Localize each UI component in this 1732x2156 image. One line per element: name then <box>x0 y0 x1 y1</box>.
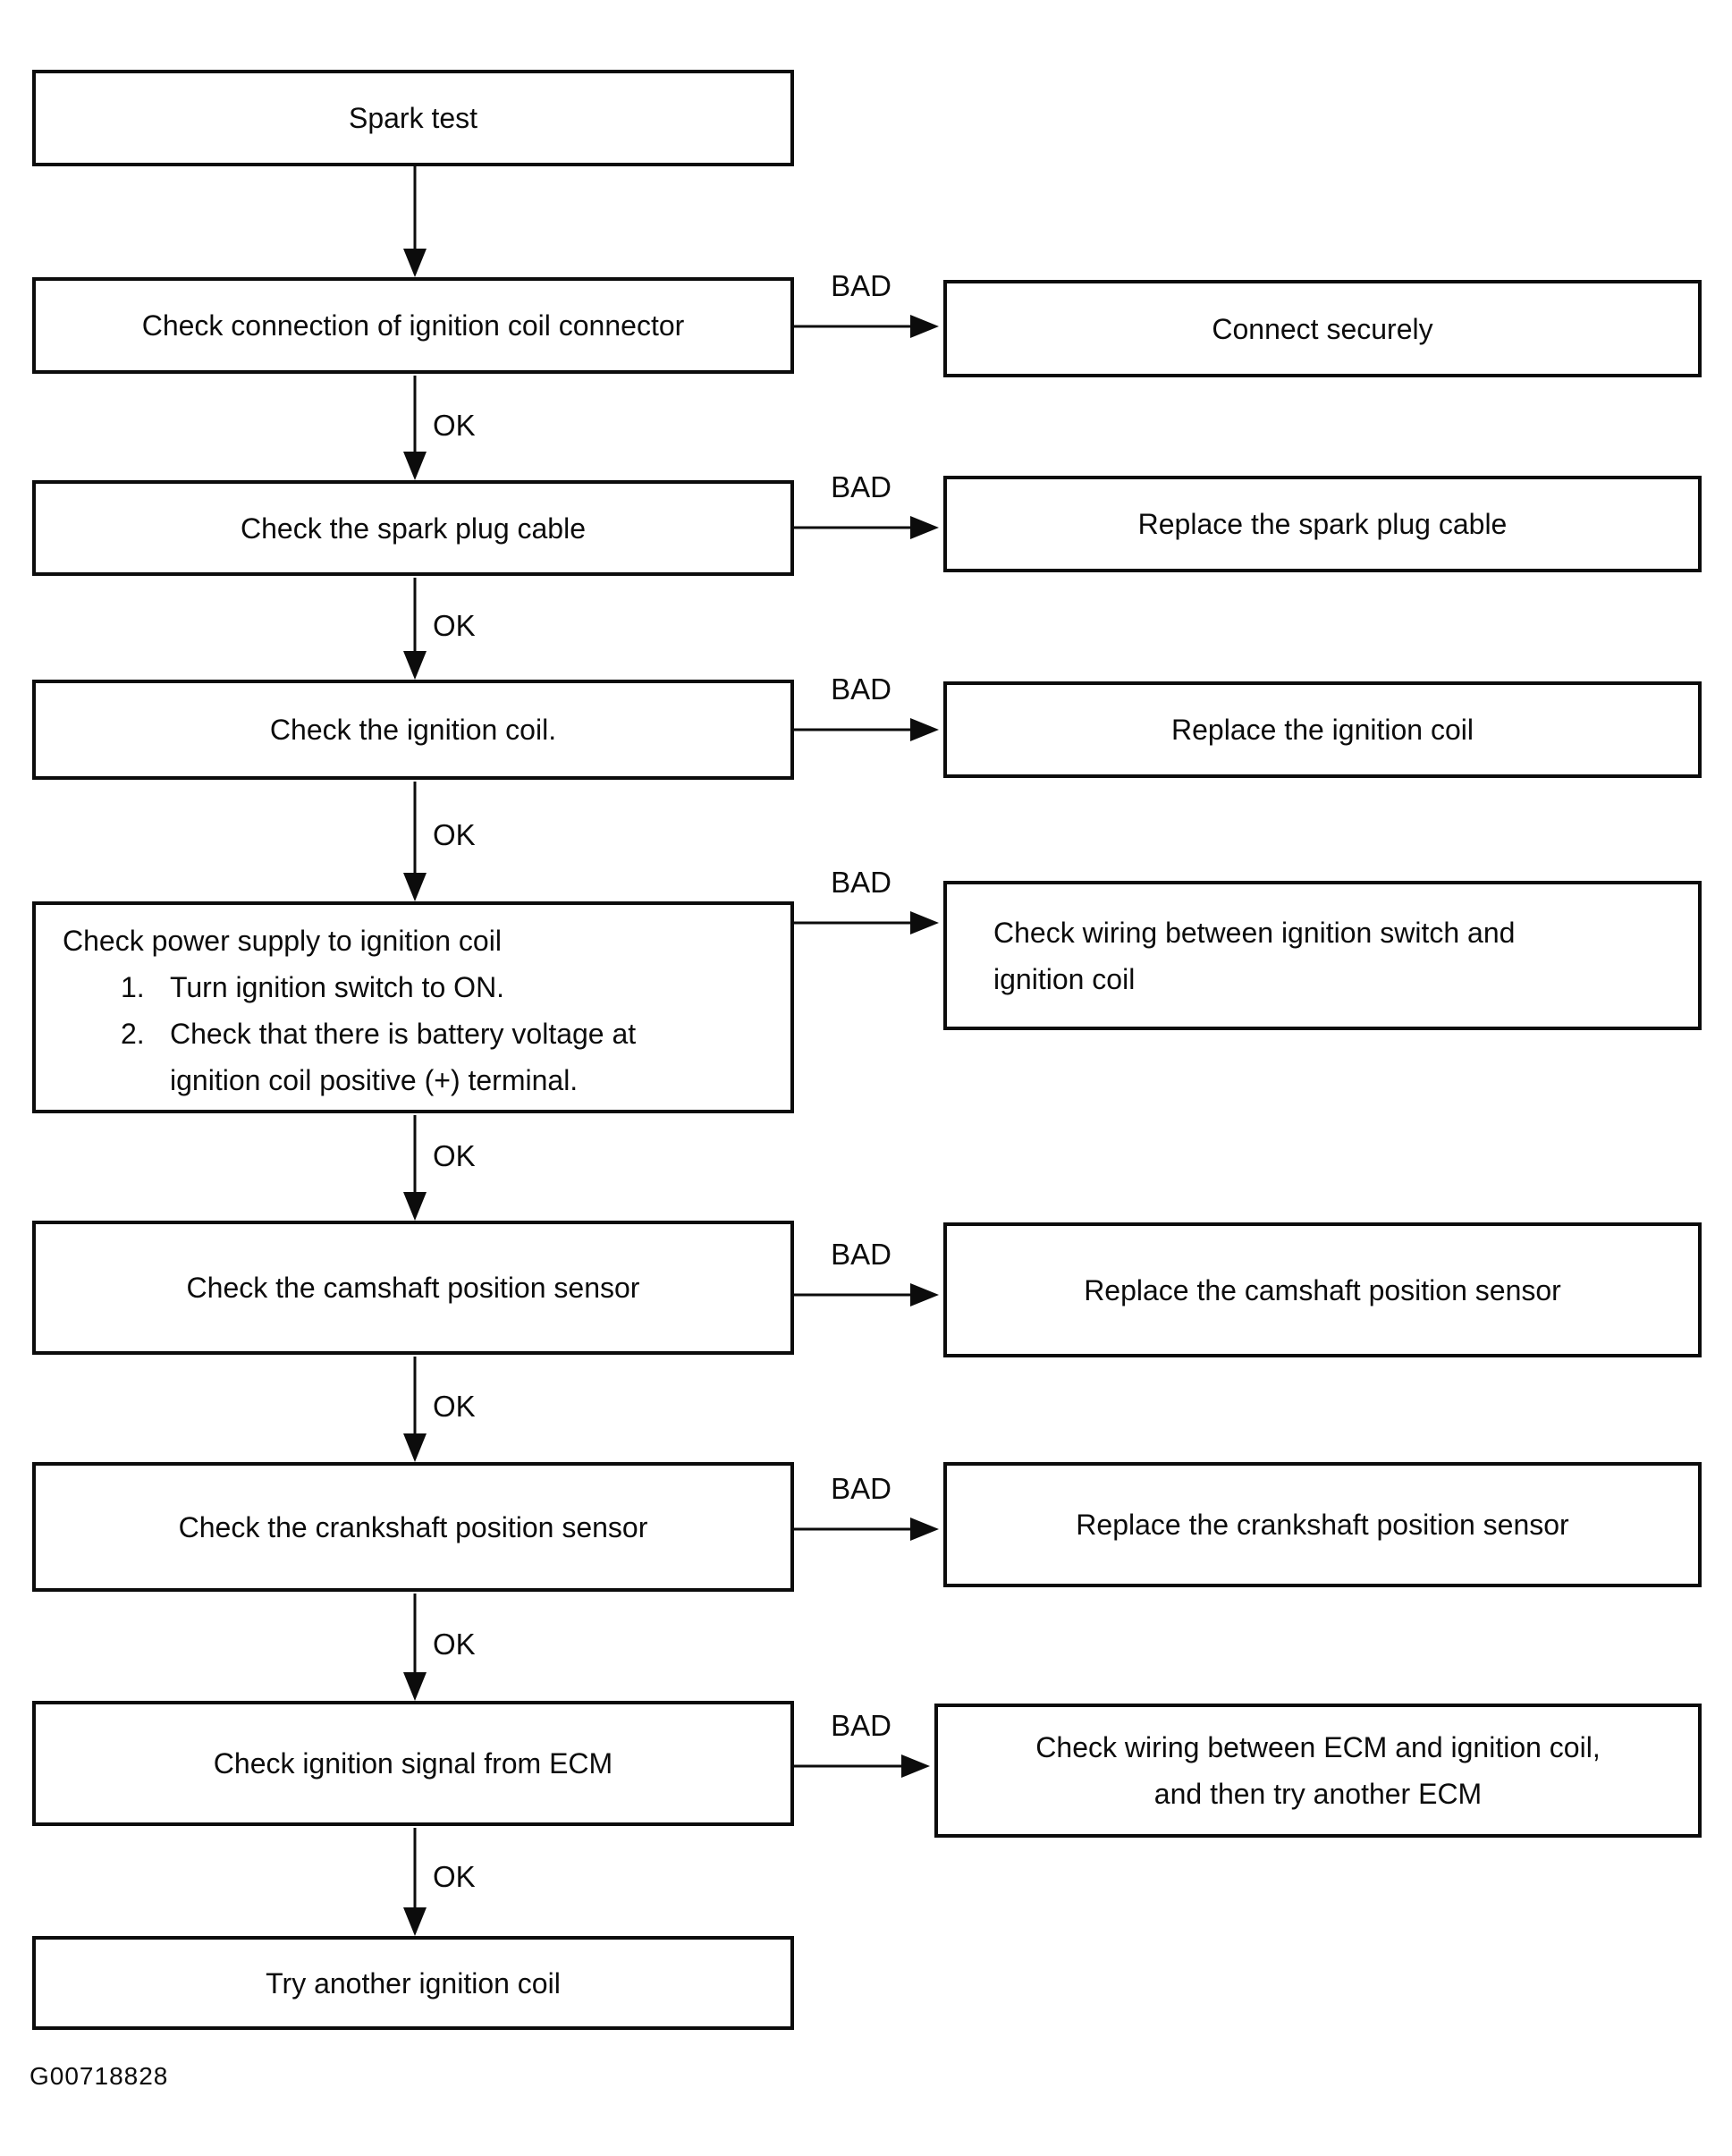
check-box-spark-plug-cable: Check the spark plug cable <box>32 480 794 576</box>
check-box-crankshaft-sensor: Check the crankshaft position sensor <box>32 1462 794 1592</box>
bad-label-3: BAD <box>831 672 891 706</box>
remedy-box-replace-ignition-coil: Replace the ignition coil <box>943 681 1702 778</box>
ok-label-4: OK <box>433 1139 476 1172</box>
bad-arrow-3 <box>794 718 939 741</box>
end-box-label: Try another ignition coil <box>266 1966 561 2000</box>
figure-code: G00718828 <box>30 2062 169 2090</box>
step-number: 1. <box>121 971 145 1003</box>
bad-arrow-2 <box>794 516 939 539</box>
down-arrow-8 <box>403 1828 427 1936</box>
down-arrow-6 <box>403 1357 427 1462</box>
check-box-label: Check the ignition coil. <box>269 714 557 746</box>
bad-arrow-5 <box>794 1283 939 1306</box>
step-text-line: Check that there is battery voltage at <box>170 1018 637 1050</box>
power-supply-step-2: 2. Check that there is battery voltage a… <box>121 1010 773 1103</box>
down-arrow-2 <box>403 376 427 480</box>
bad-label-1: BAD <box>831 269 891 302</box>
power-supply-title: Check power supply to ignition coil <box>63 925 502 957</box>
end-box-try-another-coil: Try another ignition coil <box>32 1936 794 2030</box>
bad-arrow-6 <box>794 1518 939 1541</box>
check-box-label: Check ignition signal from ECM <box>213 1747 613 1780</box>
remedy-line: Check wiring between ignition switch and <box>993 916 1516 949</box>
ok-label-3: OK <box>433 818 476 851</box>
remedy-line: ignition coil <box>993 962 1136 995</box>
bad-label-6: BAD <box>831 1472 891 1505</box>
check-box-coil-connector: Check connection of ignition coil connec… <box>32 277 794 374</box>
check-box-label: Check the camshaft position sensor <box>186 1272 640 1304</box>
bad-arrow-7 <box>794 1754 930 1778</box>
remedy-line: Check wiring between ECM and ignition co… <box>1035 1731 1601 1763</box>
remedy-box-label: Connect securely <box>1212 312 1433 345</box>
power-supply-step-1: 1. Turn ignition switch to ON. <box>121 964 773 1010</box>
bad-arrow-4 <box>794 911 939 934</box>
remedy-box-label: Replace the camshaft position sensor <box>1084 1273 1561 1306</box>
remedy-box-label: Replace the spark plug cable <box>1137 508 1508 540</box>
remedy-box-label: Replace the ignition coil <box>1171 714 1474 746</box>
down-arrow-7 <box>403 1594 427 1701</box>
down-arrow-1 <box>403 166 427 277</box>
bad-label-7: BAD <box>831 1709 891 1742</box>
ok-label-5: OK <box>433 1390 476 1423</box>
remedy-box-connect-securely: Connect securely <box>943 280 1702 377</box>
remedy-box-replace-camshaft-sensor: Replace the camshaft position sensor <box>943 1222 1702 1357</box>
start-box-label: Spark test <box>348 102 478 134</box>
ok-label-1: OK <box>433 409 476 442</box>
remedy-box-replace-crankshaft-sensor: Replace the crankshaft position sensor <box>943 1462 1702 1587</box>
check-box-power-supply: Check power supply to ignition coil 1. T… <box>32 901 794 1113</box>
start-box-spark-test: Spark test <box>32 70 794 166</box>
down-arrow-3 <box>403 578 427 680</box>
check-box-label: Check the spark plug cable <box>241 512 586 545</box>
ok-label-7: OK <box>433 1860 476 1893</box>
bad-label-4: BAD <box>831 866 891 899</box>
remedy-box-text: Check wiring between ECM and ignition co… <box>1035 1724 1600 1817</box>
remedy-box-text: Check wiring between ignition switch and… <box>993 909 1515 1002</box>
ok-label-2: OK <box>433 609 476 642</box>
check-box-camshaft-sensor: Check the camshaft position sensor <box>32 1221 794 1355</box>
down-arrow-4 <box>403 782 427 901</box>
remedy-line: and then try another ECM <box>1153 1778 1483 1810</box>
check-box-ignition-coil: Check the ignition coil. <box>32 680 794 780</box>
step-text-line: ignition coil positive (+) terminal. <box>170 1064 579 1096</box>
down-arrow-5 <box>403 1115 427 1221</box>
remedy-box-ignition-switch-wiring: Check wiring between ignition switch and… <box>943 881 1702 1030</box>
check-box-label: Check connection of ignition coil connec… <box>141 309 685 342</box>
check-box-label: Check the crankshaft position sensor <box>178 1510 648 1543</box>
bad-label-5: BAD <box>831 1238 891 1271</box>
remedy-box-ecm-wiring: Check wiring between ECM and ignition co… <box>934 1704 1702 1838</box>
step-number: 2. <box>121 1018 145 1050</box>
bad-arrow-1 <box>794 315 939 338</box>
remedy-box-replace-spark-plug-cable: Replace the spark plug cable <box>943 476 1702 572</box>
step-text: Turn ignition switch to ON. <box>170 971 505 1003</box>
remedy-box-label: Replace the crankshaft position sensor <box>1076 1509 1569 1541</box>
ok-label-6: OK <box>433 1628 476 1661</box>
bad-label-2: BAD <box>831 470 891 503</box>
check-box-ecm-signal: Check ignition signal from ECM <box>32 1701 794 1826</box>
